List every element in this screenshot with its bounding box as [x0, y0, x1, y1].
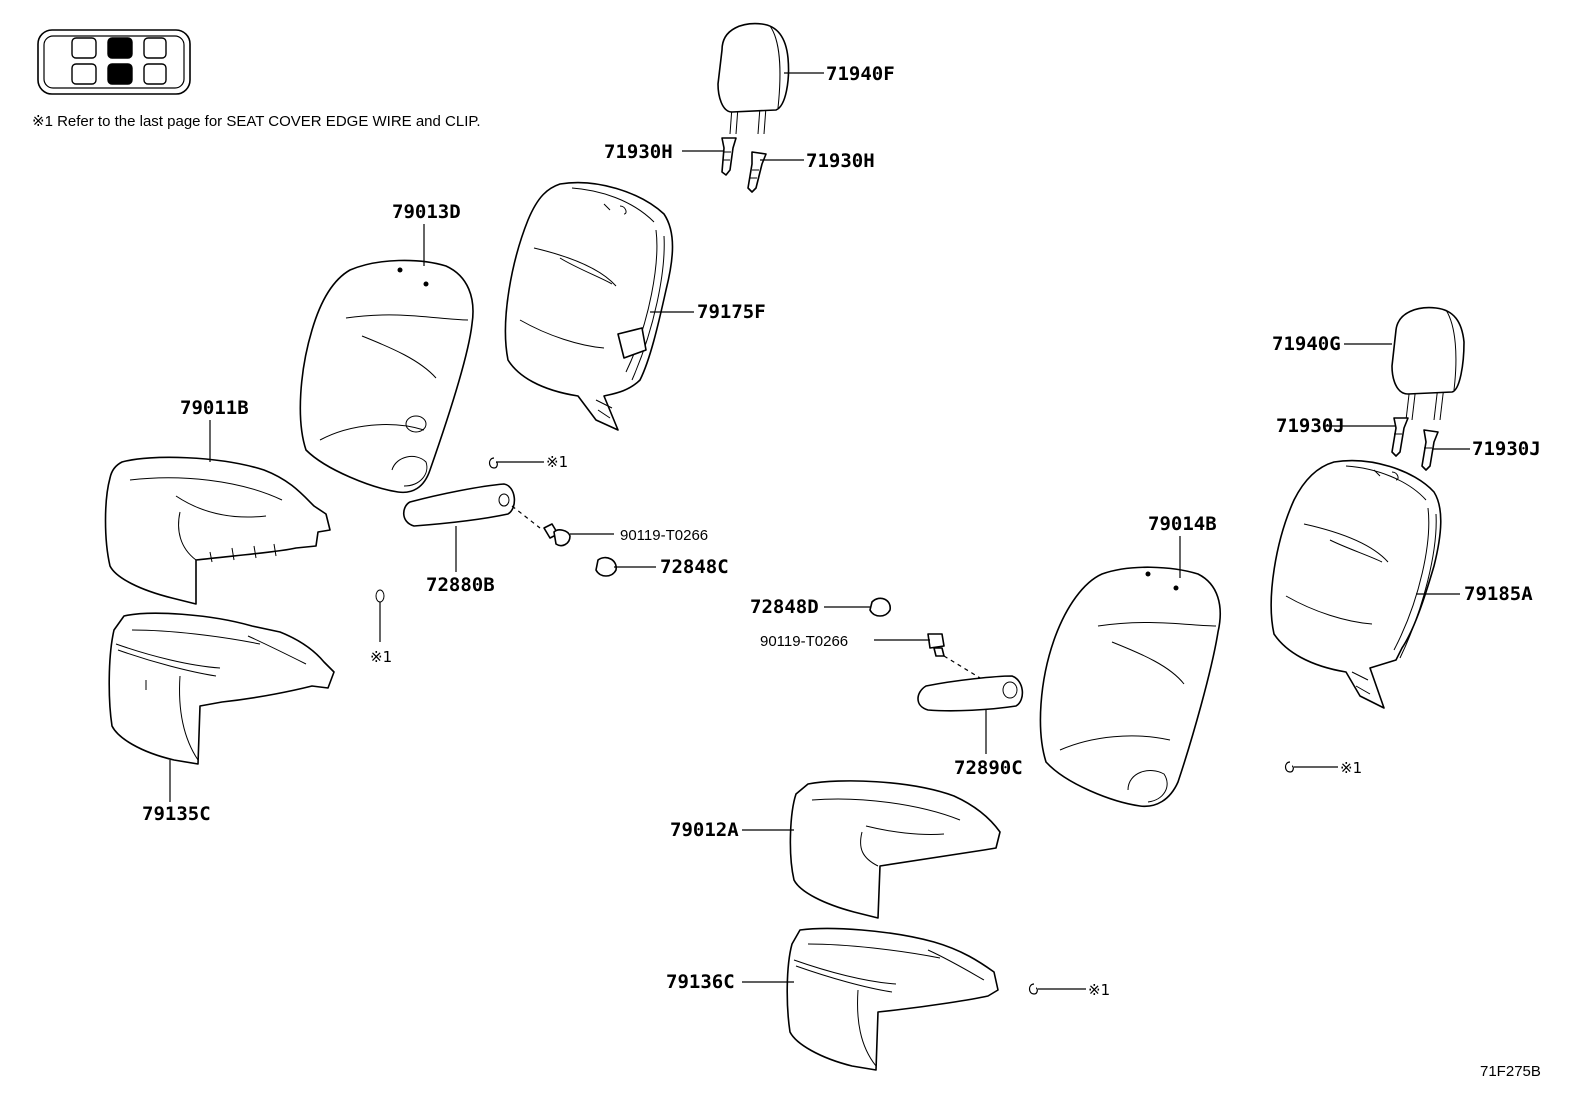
label-79135C: 79135C [142, 803, 211, 825]
label-79185A: 79185A [1464, 583, 1533, 605]
seat-cushion-pad-79012A-shape [789, 780, 1001, 919]
clip-shape-right-upper [1284, 761, 1294, 773]
label-90119-T0266-right: 90119-T0266 [760, 633, 848, 650]
label-71940F: 71940F [826, 63, 895, 85]
label-72890C: 72890C [954, 757, 1023, 779]
seatback-pad-79013D-shape [299, 259, 474, 494]
seat-position-cells [71, 37, 167, 85]
seat-cell-r1-c2-selected [107, 37, 133, 59]
label-79175F: 79175F [697, 301, 766, 323]
armrest-dashed-line-left [511, 505, 541, 529]
seatback-pad-79014B-shape [1039, 566, 1221, 808]
seat-cell-r2-c3 [143, 63, 167, 85]
label-79012A: 79012A [670, 819, 739, 841]
bolt-90119-right-shape [927, 633, 945, 657]
label-79011B: 79011B [180, 397, 249, 419]
label-72848D: 72848D [750, 596, 819, 618]
headrest-guide-71930J-shapes [1391, 417, 1439, 471]
leader-lines [169, 72, 1470, 990]
seat-cell-r2-c1 [71, 63, 97, 85]
armrest-dashed-line-right [943, 655, 991, 685]
seatback-cover-79185A-shape [1270, 459, 1442, 709]
seat-cell-r1-c3 [143, 37, 167, 59]
seat-cell-r2-c2-selected [107, 63, 133, 85]
clip-shape-left-upper [488, 457, 498, 469]
label-71940G: 71940G [1272, 333, 1341, 355]
label-71930J-left: 71930J [1276, 415, 1345, 437]
headrest-71940G-shape [1391, 306, 1465, 421]
ref-mark-right-lower: ※1 [1088, 981, 1110, 999]
headrest-guide-71930H-shapes [721, 137, 767, 193]
bolt-90119-left-shape [543, 523, 571, 547]
label-90119-T0266-left: 90119-T0266 [620, 527, 708, 544]
label-71930J-right: 71930J [1472, 438, 1541, 460]
seat-cell-r1-c1 [71, 37, 97, 59]
label-72880B: 72880B [426, 574, 495, 596]
cap-72848C-shape [595, 556, 617, 577]
label-79014B: 79014B [1148, 513, 1217, 535]
seat-cushion-cover-79136C-shape [786, 927, 999, 1071]
label-72848C: 72848C [660, 556, 729, 578]
reference-note: ※1 Refer to the last page for SEAT COVER… [32, 113, 481, 130]
headrest-71940F-shape [717, 22, 790, 135]
cap-72848D-shape [869, 597, 891, 617]
ref-mark-left-lower: ※1 [370, 648, 392, 666]
seat-cushion-pad-79011B-shape [104, 456, 331, 605]
label-71930H-right: 71930H [806, 150, 875, 172]
label-79136C: 79136C [666, 971, 735, 993]
label-71930H-left: 71930H [604, 141, 673, 163]
seat-position-icon [37, 29, 191, 95]
seat-cushion-cover-79135C-shape [108, 612, 335, 765]
clip-shape-right-lower [1028, 983, 1038, 995]
armrest-72880B-shape [402, 483, 516, 527]
armrest-72890C-shape [917, 675, 1024, 712]
ref-mark-right-upper: ※1 [1340, 759, 1362, 777]
label-79013D: 79013D [392, 201, 461, 223]
ref-mark-left-upper: ※1 [546, 453, 568, 471]
clip-shape-left-lower [375, 589, 385, 603]
figure-code: 71F275B [1480, 1063, 1541, 1080]
seatback-cover-79175F-shape [504, 181, 674, 431]
